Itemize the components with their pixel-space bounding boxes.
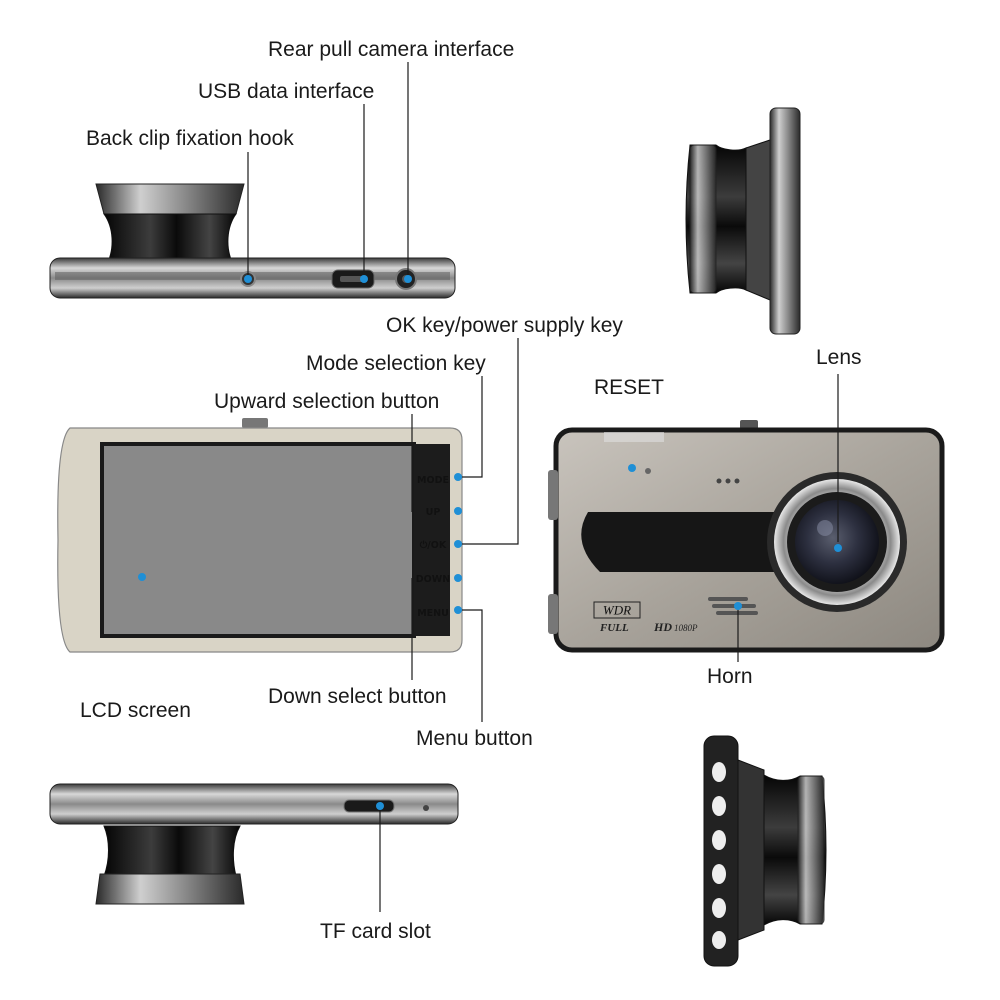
mount-top-cap (95, 183, 245, 215)
label-lens: Lens (816, 346, 862, 369)
callout-dot (454, 574, 462, 582)
label-reset: RESET (594, 376, 664, 399)
callout-dot (244, 275, 252, 283)
side-view-upper (685, 107, 801, 335)
label-usb: USB data interface (198, 80, 374, 103)
label-back-clip: Back clip fixation hook (86, 127, 294, 150)
lens-glass (795, 500, 879, 584)
callout-dot (376, 802, 384, 810)
callout-dot (404, 275, 412, 283)
res-text: 1080P (674, 623, 698, 633)
front-view: WDR FULL HD 1080P (548, 420, 945, 653)
wdr-box (593, 601, 641, 619)
down-button-label: DOWN (416, 574, 450, 585)
callout-labels: Rear pull camera interface USB data inte… (80, 38, 862, 943)
label-up-button: Upward selection button (214, 390, 439, 413)
callout-dot (454, 507, 462, 515)
mount-bottom-cap (95, 873, 245, 905)
housing-bottom (49, 783, 459, 825)
wdr-text: WDR (603, 603, 631, 618)
tf-slot (343, 799, 395, 813)
ok-button-label: ⏻/OK (420, 539, 447, 551)
side-buttons: MODE UP ⏻/OK DOWN MENU (416, 475, 450, 619)
label-lcd: LCD screen (80, 699, 191, 722)
mount-top-body (103, 213, 237, 263)
callout-dot (454, 606, 462, 614)
callout-dots (138, 275, 842, 810)
label-down-button: Down select button (268, 685, 447, 708)
label-menu-button: Menu button (416, 727, 533, 750)
menu-button-label: MENU (417, 608, 449, 619)
up-button-label: UP (426, 507, 441, 518)
top-view (49, 183, 456, 299)
label-rear-camera: Rear pull camera interface (268, 38, 514, 61)
lcd-screen (100, 442, 416, 638)
side-upper-housing (769, 107, 801, 335)
full-text: FULL (599, 622, 629, 634)
hd-text: HD (653, 620, 672, 634)
label-tf-card: TF card slot (320, 920, 431, 943)
callout-dot (734, 602, 742, 610)
callout-dot (138, 573, 146, 581)
back-view (57, 418, 463, 653)
label-mode-key: Mode selection key (306, 352, 486, 375)
mount-bottom-body (103, 825, 241, 877)
callout-dot (454, 473, 462, 481)
callout-dot (454, 540, 462, 548)
bottom-view (49, 783, 459, 905)
label-horn: Horn (707, 665, 753, 688)
side-lower-lights (712, 762, 726, 949)
callout-dot (834, 544, 842, 552)
callout-dot (360, 275, 368, 283)
side-view-lower (703, 735, 827, 967)
reset-hole (645, 468, 651, 474)
leader-lines (247, 62, 839, 912)
mode-button-label: MODE (417, 475, 449, 486)
callout-dot (628, 464, 636, 472)
label-ok-power: OK key/power supply key (386, 314, 623, 337)
front-dark-band (581, 512, 810, 572)
